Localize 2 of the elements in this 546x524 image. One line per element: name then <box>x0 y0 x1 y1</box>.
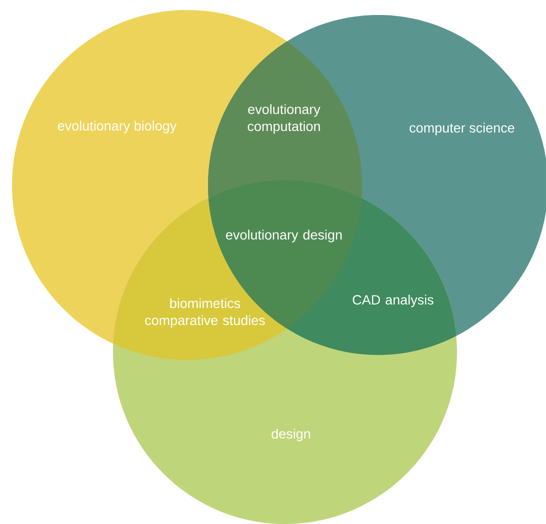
region-label: evolutionary computation <box>248 104 320 134</box>
region-label: evolutionary design <box>226 230 342 242</box>
